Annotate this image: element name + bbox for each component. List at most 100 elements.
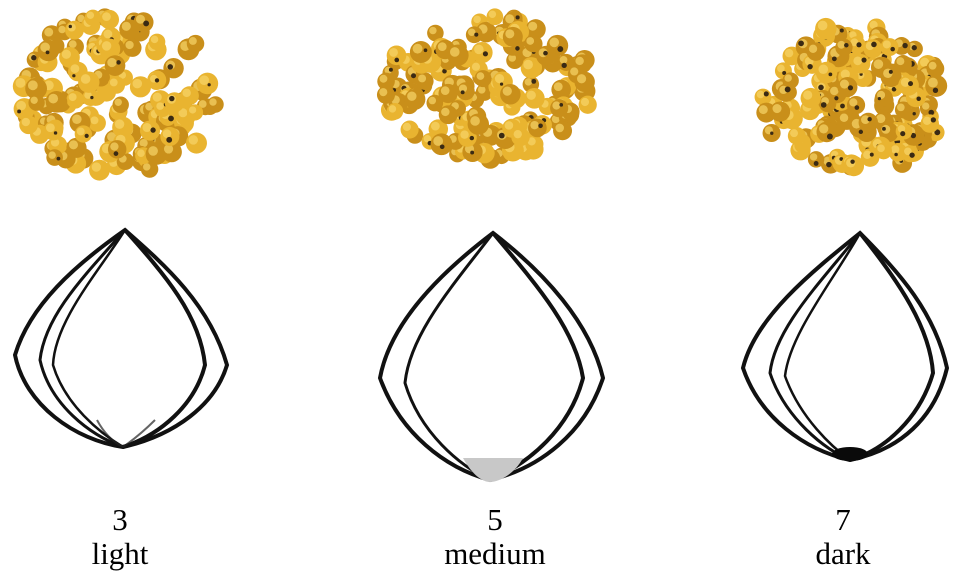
score-5: 5 [370, 503, 620, 537]
seed-grain [416, 72, 434, 90]
seed-grain [387, 46, 407, 66]
seed-grain [881, 38, 899, 56]
seed-grain [550, 99, 568, 117]
seed-grain [898, 75, 919, 96]
seed-grain [65, 21, 84, 40]
label-light: light [0, 537, 240, 571]
seed-grain [78, 71, 99, 92]
seed-grain [551, 80, 571, 100]
seed-grain [500, 84, 521, 105]
seed-grain [148, 73, 165, 90]
seed-grain [187, 35, 205, 53]
seed-grain [807, 42, 826, 61]
seed-grain [447, 44, 468, 65]
seed-grain [524, 35, 541, 52]
seed-grain [816, 62, 837, 83]
light-seed-outline-icon [5, 225, 230, 455]
seed-grain [119, 19, 139, 39]
seed-grain [89, 160, 110, 181]
seed-grain [524, 88, 545, 109]
seed-grain [925, 75, 947, 97]
seed-grain [579, 96, 597, 114]
seed-grain [863, 39, 882, 58]
seed-grain [108, 140, 126, 158]
seed-grain [844, 156, 865, 177]
seed-cluster-medium [375, 5, 605, 170]
seed-grain [835, 39, 852, 56]
seed-grain [875, 89, 893, 107]
seed-grain [405, 89, 426, 110]
seed-grain [859, 113, 878, 132]
panel-light: 3 light [0, 0, 240, 576]
seed-grain [926, 60, 944, 78]
seed-grain [108, 76, 125, 93]
label-dark: dark [730, 537, 956, 571]
seed-grain [503, 27, 523, 47]
seed-grain [788, 127, 806, 145]
seed-grain [426, 95, 443, 112]
seed-grain [457, 82, 475, 100]
seed-grain [837, 77, 857, 97]
seed-grain [165, 92, 185, 112]
seed-grain [28, 95, 44, 111]
seed-grain [123, 39, 141, 57]
seed-grain [44, 121, 64, 141]
seed-grain [401, 121, 419, 139]
seed-grain [755, 89, 772, 106]
seed-grain [140, 120, 160, 140]
seed-grain [75, 125, 92, 142]
seed-grain [163, 58, 183, 78]
seed-grain [160, 127, 179, 146]
seed-cluster-dark [750, 15, 955, 185]
seed-grain [815, 18, 836, 39]
seed-grain [66, 91, 84, 109]
seed-grain [511, 128, 529, 146]
score-3: 3 [0, 503, 240, 537]
seed-grain [88, 114, 106, 132]
seed-grain [475, 70, 492, 87]
seed-grain [468, 113, 489, 134]
panel-dark: 7 dark [730, 0, 956, 576]
seed-grain [896, 123, 913, 140]
seed-grain [486, 8, 503, 25]
seed-grain [85, 10, 101, 26]
seed-grain [377, 86, 395, 104]
score-7: 7 [730, 503, 956, 537]
seed-grain [553, 121, 572, 140]
panel-medium: 5 medium [370, 0, 620, 576]
seed-grain [875, 142, 892, 159]
seed-grain [894, 55, 912, 73]
seed-grain [207, 96, 224, 113]
seed-grain [801, 88, 821, 108]
medium-seed-outline-icon [375, 228, 610, 488]
seed-grain [112, 97, 128, 113]
seed-grain [149, 34, 166, 51]
seed-grain [46, 91, 68, 113]
seed-grain [46, 149, 63, 166]
seed-grain [186, 133, 207, 154]
seed-grain [763, 124, 781, 142]
seed-grain [770, 101, 790, 121]
seed-cluster-light [5, 5, 230, 185]
seed-grain [100, 10, 119, 29]
seed-grain [19, 115, 38, 134]
seed-grain [466, 26, 483, 43]
label-medium: medium [370, 537, 620, 571]
seed-grain [410, 41, 432, 63]
seed-grain [847, 96, 865, 114]
seed-grain [105, 55, 126, 76]
seed-grain [197, 73, 219, 95]
seed-grain [387, 103, 404, 120]
seed-grain [777, 83, 795, 101]
seed-grain [431, 133, 453, 155]
seed-grain [808, 151, 824, 167]
seed-grain [187, 104, 203, 120]
seed-grain [439, 105, 458, 124]
seed-grain [902, 145, 919, 162]
seed-grain [921, 114, 939, 132]
seed-grain [38, 40, 59, 61]
dark-seed-outline-icon [735, 228, 955, 468]
seed-grain [528, 119, 547, 138]
seed-grain [816, 122, 837, 143]
seed-grain [471, 42, 492, 63]
